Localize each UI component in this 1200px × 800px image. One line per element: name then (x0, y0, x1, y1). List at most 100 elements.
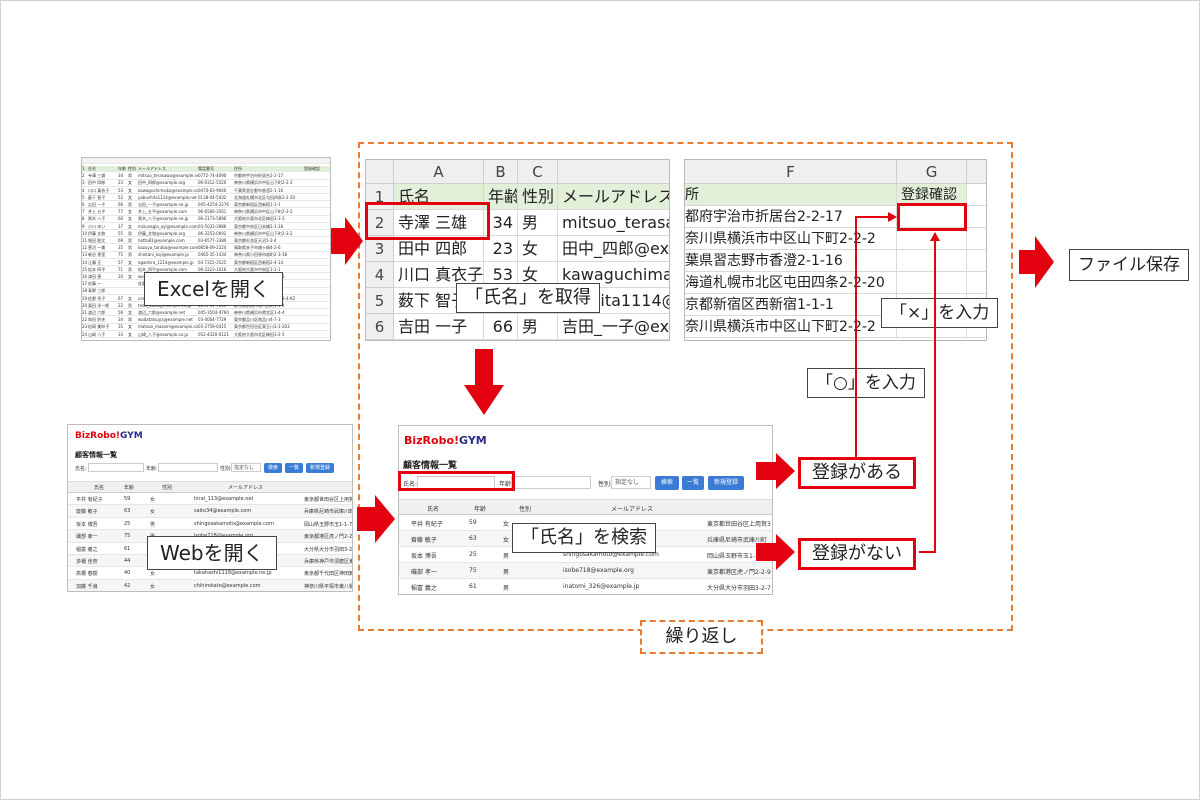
age-label: 年齢: (499, 481, 514, 488)
table-cell: 東京都港区虎ノ門2-2-9 (707, 569, 771, 576)
row-header[interactable]: 3 (366, 236, 394, 262)
table-cell: 女 (150, 497, 156, 503)
data-cell[interactable]: mitsuo_terasaw (558, 210, 669, 236)
thumb-cell: 6 (82, 202, 85, 207)
line-registered-to-cell (855, 216, 891, 457)
header-gender: 性別 (162, 485, 173, 491)
header-cell[interactable]: 氏名 (394, 184, 484, 210)
table-cell: 女 (150, 583, 156, 590)
data-cell[interactable]: 川口 真衣子 (394, 262, 484, 288)
age-label: 年齢: (146, 466, 158, 472)
row-header[interactable]: 4 (366, 262, 394, 288)
data-cell[interactable]: 北海道札幌市北区屯田四条2-2-20 (685, 272, 897, 294)
header-age: 年齢 (124, 485, 135, 491)
thumb-cell: matsuo_masami@example.com (138, 324, 198, 330)
data-cell[interactable]: 男 (518, 314, 558, 340)
age-input[interactable] (158, 463, 218, 472)
row-header[interactable]: 5 (366, 288, 394, 314)
thumb-cell: 北海道札幌市北区屯田四条2-2-20 (234, 194, 296, 200)
column-header[interactable] (558, 160, 669, 184)
list-button[interactable]: 一覧 (285, 463, 303, 473)
data-cell[interactable] (897, 228, 967, 250)
age-input[interactable] (511, 476, 591, 489)
search-button[interactable]: 検索 (655, 476, 679, 490)
header-cell[interactable]: 性別 (518, 184, 558, 210)
thumb-cell: 8 (82, 216, 85, 222)
table-header: 氏名 年齢 性別 メールアドレス (68, 481, 352, 493)
list-button[interactable]: 一覧 (682, 476, 704, 490)
thumb-cell: 03-4004-7729 (198, 317, 227, 323)
new-register-button[interactable]: 新規登録 (306, 463, 334, 473)
data-cell[interactable]: 女 (518, 236, 558, 262)
header-name: 氏名 (427, 506, 440, 513)
search-button[interactable]: 検索 (264, 463, 282, 473)
header-cell[interactable]: 住所 (685, 184, 897, 206)
table-cell: 63 (124, 508, 131, 515)
data-cell[interactable]: 吉田_一子@exa (558, 314, 669, 340)
data-cell[interactable]: 吉田 一子 (394, 314, 484, 340)
data-cell[interactable]: 田中 四郎 (394, 236, 484, 262)
table-cell: 男 (503, 569, 510, 576)
data-cell[interactable]: kawaguchimaik (558, 262, 669, 288)
thumb-cell: 新谷 恵里 (88, 252, 106, 258)
table-cell: 女 (150, 571, 156, 578)
thumb-cell: 7 (82, 209, 85, 215)
data-cell[interactable] (897, 272, 967, 294)
thumb-cell: 0858-09-2224 (198, 245, 227, 251)
arrow-excel-to-sheet (331, 217, 363, 265)
thumb-cell: 06-3253-0092 (198, 230, 227, 236)
table-header: 氏名 年齢 性別 メールアドレス (399, 499, 772, 515)
data-cell[interactable]: 66 (484, 314, 518, 340)
data-cell[interactable]: 千葉県習志野市香澄2-1-16 (685, 250, 897, 272)
column-header[interactable]: A (394, 160, 484, 184)
row-header[interactable]: 6 (366, 314, 394, 340)
thumb-cell: 35 (118, 245, 124, 251)
table-cell: 高橋 春樹 (76, 571, 98, 578)
data-cell[interactable]: 34 (484, 210, 518, 236)
name-label: 氏名: (75, 466, 87, 472)
thumb-cell: 松本 四平 (88, 266, 106, 272)
header-cell[interactable]: 年齢 (484, 184, 518, 210)
data-cell[interactable]: 神奈川県横浜市中区山下町2-2-2 (685, 228, 897, 250)
name-input[interactable] (88, 463, 144, 472)
row-header[interactable]: 2 (366, 210, 394, 236)
column-header[interactable]: C (518, 160, 558, 184)
thumb-cell: 2 (82, 173, 85, 179)
data-cell[interactable]: 寺澤 三雄 (394, 210, 484, 236)
header-cell[interactable]: メールアドレス (558, 184, 669, 210)
thumb-cell: 大阪府大阪市北区梅田3-3-3 (234, 216, 285, 222)
data-cell[interactable]: 23 (484, 236, 518, 262)
thumb-cell: 寺澤 三雄 (88, 173, 106, 179)
data-cell[interactable] (897, 250, 967, 272)
column-header[interactable]: F (685, 160, 897, 184)
thumb-cell: 小川 ゆい (88, 223, 106, 229)
empty-cell (967, 228, 986, 250)
gender-select[interactable]: 指定なし (611, 476, 651, 489)
row-header[interactable]: 1 (366, 184, 394, 210)
table-cell: 大分県大分市羽田3-2-7 (707, 585, 771, 592)
thumb-cell: 15 (82, 266, 88, 272)
new-register-button[interactable]: 新規登録 (708, 476, 744, 490)
column-header[interactable]: G (897, 160, 967, 184)
header-cell[interactable]: 登録確認 (897, 184, 967, 206)
thumb-cell: 大阪府大阪市中央区1-1-1 (234, 266, 281, 272)
column-header[interactable]: B (484, 160, 518, 184)
gender-select[interactable]: 指定なし (231, 463, 261, 472)
data-cell[interactable]: 男 (518, 210, 558, 236)
line-not-registered-to-cell (919, 239, 936, 553)
thumb-cell: 東京都杉並区天沼1-2-4 (234, 238, 277, 243)
data-cell[interactable]: 田中_四郎@exa (558, 236, 669, 262)
label-input-cross: 「×」を入力 (881, 298, 999, 328)
table-row[interactable]: 平井 有紀子59女hirai_113@example.net東京都世田谷区上用賀… (68, 493, 352, 506)
label-web-open: Webを開く (147, 536, 277, 570)
